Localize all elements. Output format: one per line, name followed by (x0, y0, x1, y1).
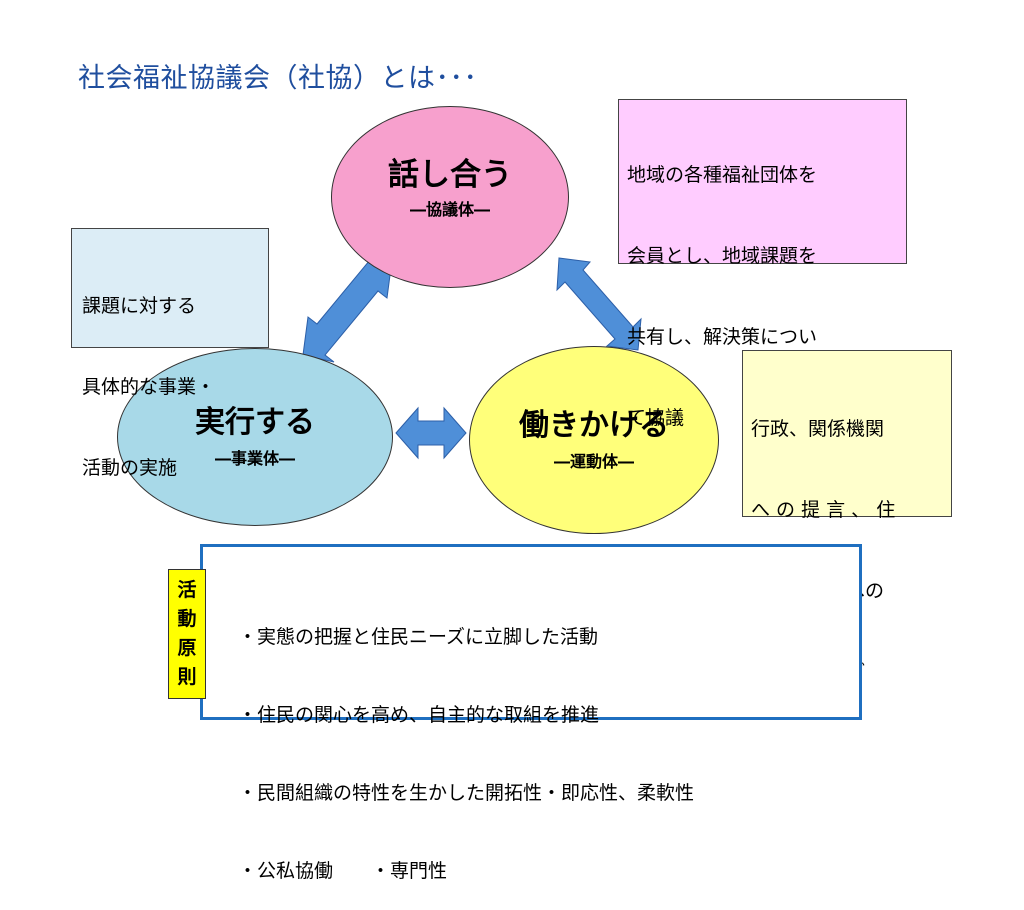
note-line: へ の 提 言 、 住 (751, 499, 896, 521)
principles-label-char: 則 (177, 666, 197, 688)
arrow-left-right (395, 406, 467, 460)
principles-box (200, 544, 862, 720)
note-line: て協議 (627, 407, 685, 429)
page-title: 社会福祉協議会（社協）とは･･･ (78, 63, 478, 94)
note-implementation: 課題に対する 具体的な事業・ 活動の実施 (71, 228, 269, 479)
note-line: 会員とし、地域課題を (627, 245, 818, 267)
principles-label-char: 動 (177, 608, 197, 630)
note-line: 地域の各種福祉団体を (627, 164, 818, 186)
ellipse-implementation-title: 実行する (195, 404, 315, 440)
note-advocacy: 行政、関係機関 へ の 提 言 、 住 民・関係者への 啓発事業など (742, 350, 952, 683)
principle-item: ・実態の把握と住民ニーズに立脚した活動 (238, 626, 599, 648)
ellipse-deliberation: 話し合う ―協議体― (331, 106, 569, 288)
ellipse-deliberation-title: 話し合う (388, 156, 512, 193)
principles-label-char: 活 (177, 579, 197, 601)
note-deliberation: 地域の各種福祉団体を 会員とし、地域課題を 共有し、解決策につい て協議 (618, 99, 907, 429)
note-line: 課題に対する (82, 295, 197, 317)
note-line: 具体的な事業・ (82, 376, 216, 398)
ellipse-advocacy-subtitle: ―運動体― (553, 451, 634, 471)
ellipse-advocacy-title: 働きかける (519, 407, 669, 443)
ellipse-implementation: 実行する ―事業体― (117, 348, 393, 526)
ellipse-deliberation-subtitle: ―協議体― (409, 200, 490, 220)
principles-list: ・実態の把握と住民ニーズに立脚した活動 ・住民の関心を高め、自主的な取組を推進 … (238, 572, 694, 910)
ellipse-advocacy: 働きかける ―運動体― (469, 346, 719, 534)
arrow-top-right (556, 257, 642, 351)
principle-item: ・公私協働 ・専門性 (238, 860, 448, 882)
note-line: 活動の実施 (82, 457, 178, 479)
ellipse-implementation-subtitle: ―事業体― (214, 448, 295, 468)
principle-item: ・住民の関心を高め、自主的な取組を推進 (238, 704, 600, 726)
principle-item: ・民間組織の特性を生かした開拓性・即応性、柔軟性 (238, 782, 695, 804)
principles-label-char: 原 (177, 637, 197, 659)
principles-label: 活 動 原 則 (168, 569, 206, 699)
note-line: 共有し、解決策につい (627, 326, 818, 348)
note-line: 行政、関係機関 (751, 418, 885, 440)
